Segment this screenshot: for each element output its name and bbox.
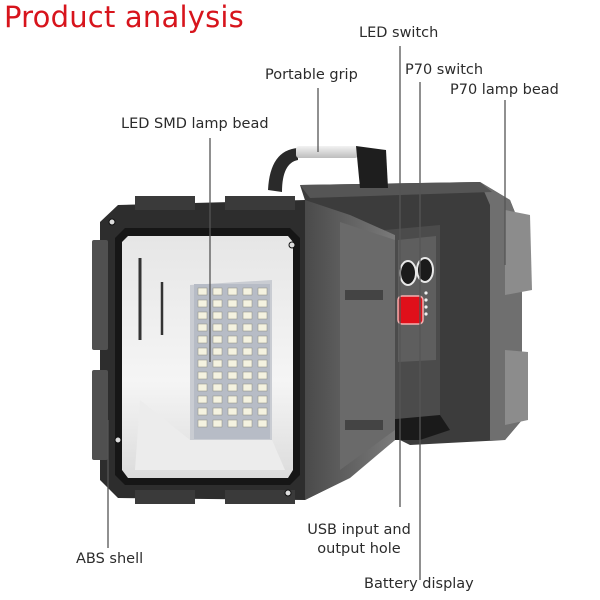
power-button-icon	[397, 295, 424, 325]
battery-dot-3	[424, 305, 428, 309]
label-p70-switch: P70 switch	[405, 62, 484, 78]
led-smd-grid	[194, 284, 270, 439]
battery-dot-2	[424, 298, 428, 302]
led-switch-button-icon	[399, 260, 417, 286]
page-title: Product analysis	[4, 0, 244, 34]
label-battery-display: Battery display	[364, 576, 474, 592]
label-portable-grip: Portable grip	[265, 67, 358, 83]
label-led-smd-lamp-bead: LED SMD lamp bead	[121, 116, 269, 132]
battery-dot-1	[424, 291, 428, 295]
leader-lines	[107, 46, 506, 580]
portable-grip	[268, 146, 388, 192]
label-p70-lamp-bead: P70 lamp bead	[450, 82, 559, 98]
battery-dot-4	[424, 312, 428, 316]
label-usb-port: USB input and output hole	[303, 521, 415, 559]
p70-switch-button-icon	[416, 257, 434, 283]
control-panel	[385, 225, 450, 440]
label-usb-line2: output hole	[317, 541, 401, 557]
label-led-switch: LED switch	[359, 25, 439, 41]
label-usb-line1: USB input and	[307, 522, 411, 538]
label-abs-shell: ABS shell	[76, 551, 144, 567]
